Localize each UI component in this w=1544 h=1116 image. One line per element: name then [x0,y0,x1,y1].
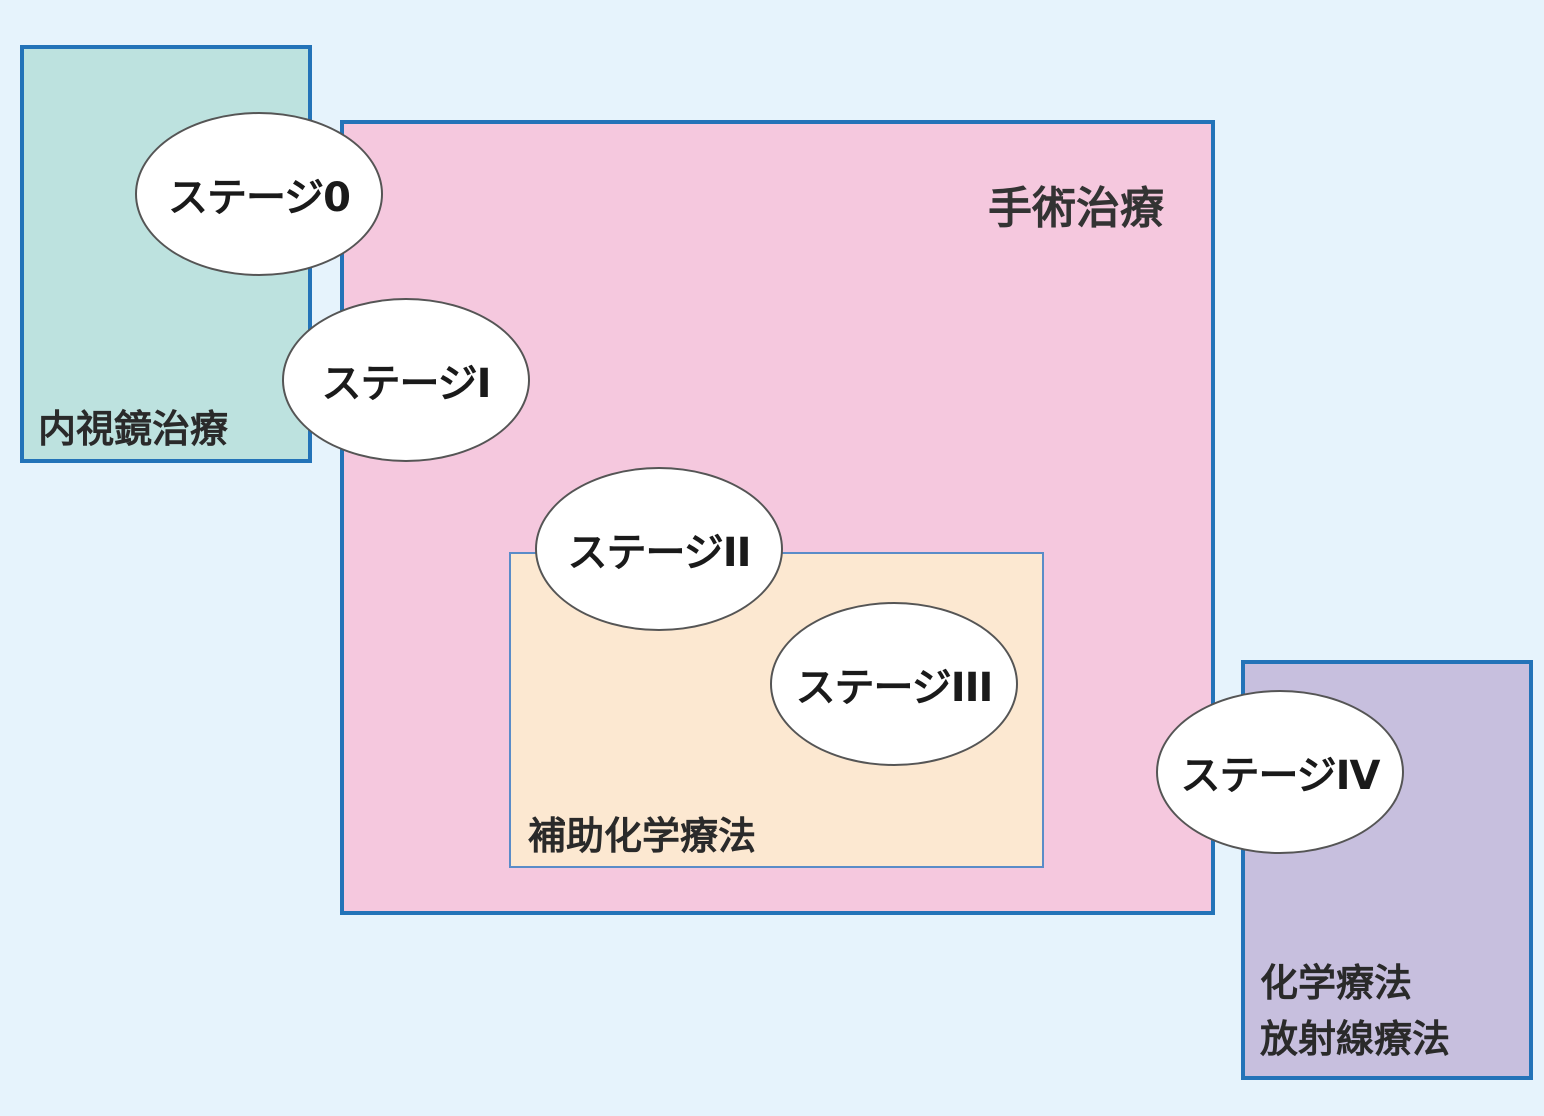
chemotherapy-label: 化学療法 [1260,961,1413,1005]
adjuvant-chemotherapy-label: 補助化学療法 [528,814,757,858]
stage-4-ellipse: ステージIV [1156,690,1404,854]
surgical-treatment-label: 手術治療 [988,183,1164,234]
chemo-radiation-label: 化学療法 放射線療法 [1260,955,1450,1067]
endoscopic-treatment-label: 内視鏡治療 [38,407,229,451]
stage-3-ellipse: ステージIII [770,602,1018,766]
radiation-therapy-label: 放射線療法 [1260,1017,1451,1061]
stage-0-ellipse: ステージ0 [135,112,383,276]
stage-2-ellipse: ステージII [535,467,783,631]
stage-1-ellipse: ステージI [282,298,530,462]
